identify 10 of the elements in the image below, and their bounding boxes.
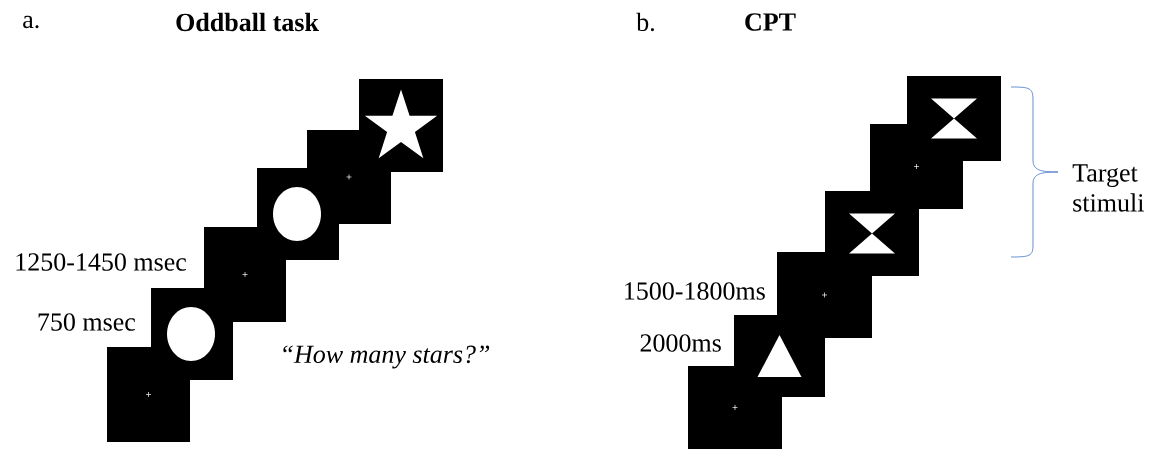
- panel-letter: b.: [636, 12, 654, 32]
- panel-title: Oddball task: [176, 12, 319, 32]
- panel-title: CPT: [745, 13, 796, 31]
- panel-letter: a.: [23, 15, 39, 29]
- duration-label: 1500-1800ms: [625, 282, 765, 300]
- text-label: Target stimuli: [1072, 164, 1144, 212]
- duration-label: 2000ms: [640, 334, 721, 352]
- duration-label: 1250-1450 msec: [16, 253, 186, 271]
- question-text: “How many stars?”: [283, 345, 490, 369]
- duration-label: 750 msec: [38, 313, 135, 331]
